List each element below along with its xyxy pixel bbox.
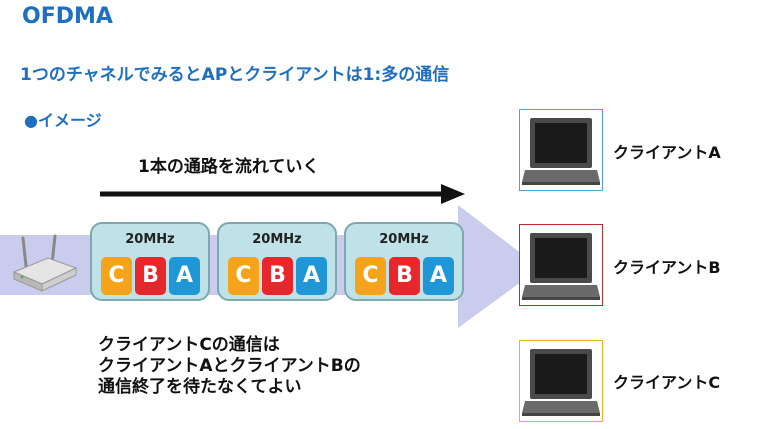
laptop-icon [519, 109, 603, 191]
note-line: クライアントCの通信は [98, 335, 280, 355]
resource-unit-b: B [135, 257, 166, 295]
client-label-b: クライアントB [613, 258, 721, 277]
channel-frequency: 20MHz [252, 232, 302, 247]
resource-unit-c: C [228, 257, 259, 295]
flow-label: 1本の通路を流れていく [138, 157, 320, 177]
client-label-a: クライアントA [613, 143, 721, 162]
resource-unit-c: C [101, 257, 132, 295]
channel-box-2: 20MHz C B A [217, 222, 337, 301]
laptop-icon [519, 224, 603, 306]
resource-unit-a: A [423, 257, 454, 295]
resource-unit-b: B [262, 257, 293, 295]
laptop-icon [519, 340, 603, 422]
client-label-c: クライアントC [613, 373, 721, 392]
resource-unit-a: A [296, 257, 327, 295]
channel-frequency: 20MHz [125, 232, 175, 247]
wifi-router-icon [12, 234, 78, 292]
resource-unit-b: B [389, 257, 420, 295]
right-arrow-icon [100, 184, 465, 204]
note-line: クライアントAとクライアントBの [98, 356, 361, 376]
page-subtitle: 1つのチャネルでみるとAPとクライアントは1:多の通信 [20, 65, 450, 85]
resource-unit-a: A [169, 257, 200, 295]
image-section-label: ●イメージ [24, 111, 102, 130]
explanation-note: クライアントCの通信は クライアントAとクライアントBの 通信終了を待たなくてよ… [98, 335, 361, 398]
resource-unit-c: C [355, 257, 386, 295]
channel-box-3: 20MHz C B A [344, 222, 464, 301]
page-title: OFDMA [22, 4, 113, 29]
note-line: 通信終了を待たなくてよい [98, 377, 302, 397]
channel-frequency: 20MHz [379, 232, 429, 247]
channel-box-1: 20MHz C B A [90, 222, 210, 301]
